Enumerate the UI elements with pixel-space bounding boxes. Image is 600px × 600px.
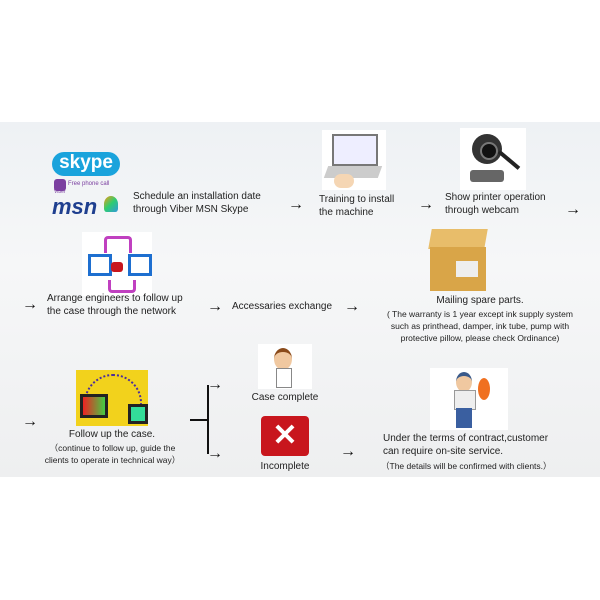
network-computers-image [82, 232, 152, 296]
schedule-line-2: through Viber MSN Skype [133, 204, 249, 215]
follow-note: （continue to follow up, guide the client… [40, 442, 185, 466]
msn-butterfly-icon [104, 196, 118, 212]
follow-title: Follow up the case. [68, 429, 156, 440]
mailing-note-line-1: ( The warranty is 1 year except ink supp… [387, 309, 573, 319]
follow-note-line-1: （continue to follow up, guide the [49, 443, 176, 453]
mailing-note-line-3: protective pillow, please check Ordinanc… [400, 333, 560, 343]
case-complete-image [258, 344, 312, 389]
training-text: Training to install the machine [319, 193, 394, 219]
mailing-title: Mailing spare parts. [436, 295, 524, 306]
arrow-icon: → [344, 298, 360, 315]
laptop-training-image [322, 130, 386, 190]
branch-connector [190, 419, 208, 421]
skype-msn-viber-logo: skype Free phone call Viber msn [50, 152, 124, 220]
schedule-line-1: Schedule an installation date [133, 191, 261, 202]
arrange-line-2: the case through the network [47, 306, 176, 317]
webcam-text: Show printer operation through webcam [445, 191, 546, 217]
arrow-icon: → [207, 376, 223, 393]
viber-caption: Free phone call [68, 181, 110, 187]
arrow-icon: → [22, 413, 38, 430]
arrow-icon: → [288, 196, 304, 213]
incomplete-x-icon: ✕ [261, 416, 309, 456]
arrange-line-1: Arrange engineers to follow up [47, 293, 183, 304]
schedule-text: Schedule an installation date through Vi… [133, 190, 261, 216]
onsite-note: （The details will be confirmed with clie… [381, 461, 552, 471]
shipping-box-image [426, 225, 492, 293]
webcam-image [460, 128, 526, 190]
case-complete-label: Case complete [251, 392, 319, 403]
service-engineer-image [430, 368, 508, 430]
branch-connector [207, 385, 209, 454]
arrow-icon: → [340, 443, 356, 460]
onsite-line-2: can require on-site service. [383, 446, 504, 457]
incomplete-label: Incomplete [260, 461, 310, 472]
onsite-line-1: Under the terms of contract,customer [383, 433, 549, 444]
arrow-icon: → [22, 296, 38, 313]
msn-logo: msn [52, 194, 98, 219]
follow-note-line-2: clients to operate in technical way） [44, 455, 181, 465]
accessories-text: Accessaries exchange [232, 301, 333, 312]
viber-label: Viber [54, 189, 66, 195]
training-line-1: Training to install [319, 194, 395, 205]
follow-up-image [76, 370, 148, 426]
arrow-icon: → [418, 196, 434, 213]
training-line-2: the machine [319, 207, 374, 218]
arrow-icon: → [207, 445, 223, 462]
onsite-text: Under the terms of contract,customer can… [383, 432, 548, 458]
arrow-icon: → [207, 298, 223, 315]
webcam-line-2: through webcam [445, 205, 519, 216]
skype-logo: skype [52, 152, 120, 176]
mailing-note-line-2: such as printhead, damper, ink tube, pum… [390, 321, 570, 331]
mailing-note: ( The warranty is 1 year except ink supp… [366, 308, 594, 344]
viber-icon [54, 179, 66, 191]
arrange-text: Arrange engineers to follow up the case … [47, 292, 183, 318]
webcam-line-1: Show printer operation [445, 192, 546, 203]
arrow-icon: → [565, 201, 581, 218]
